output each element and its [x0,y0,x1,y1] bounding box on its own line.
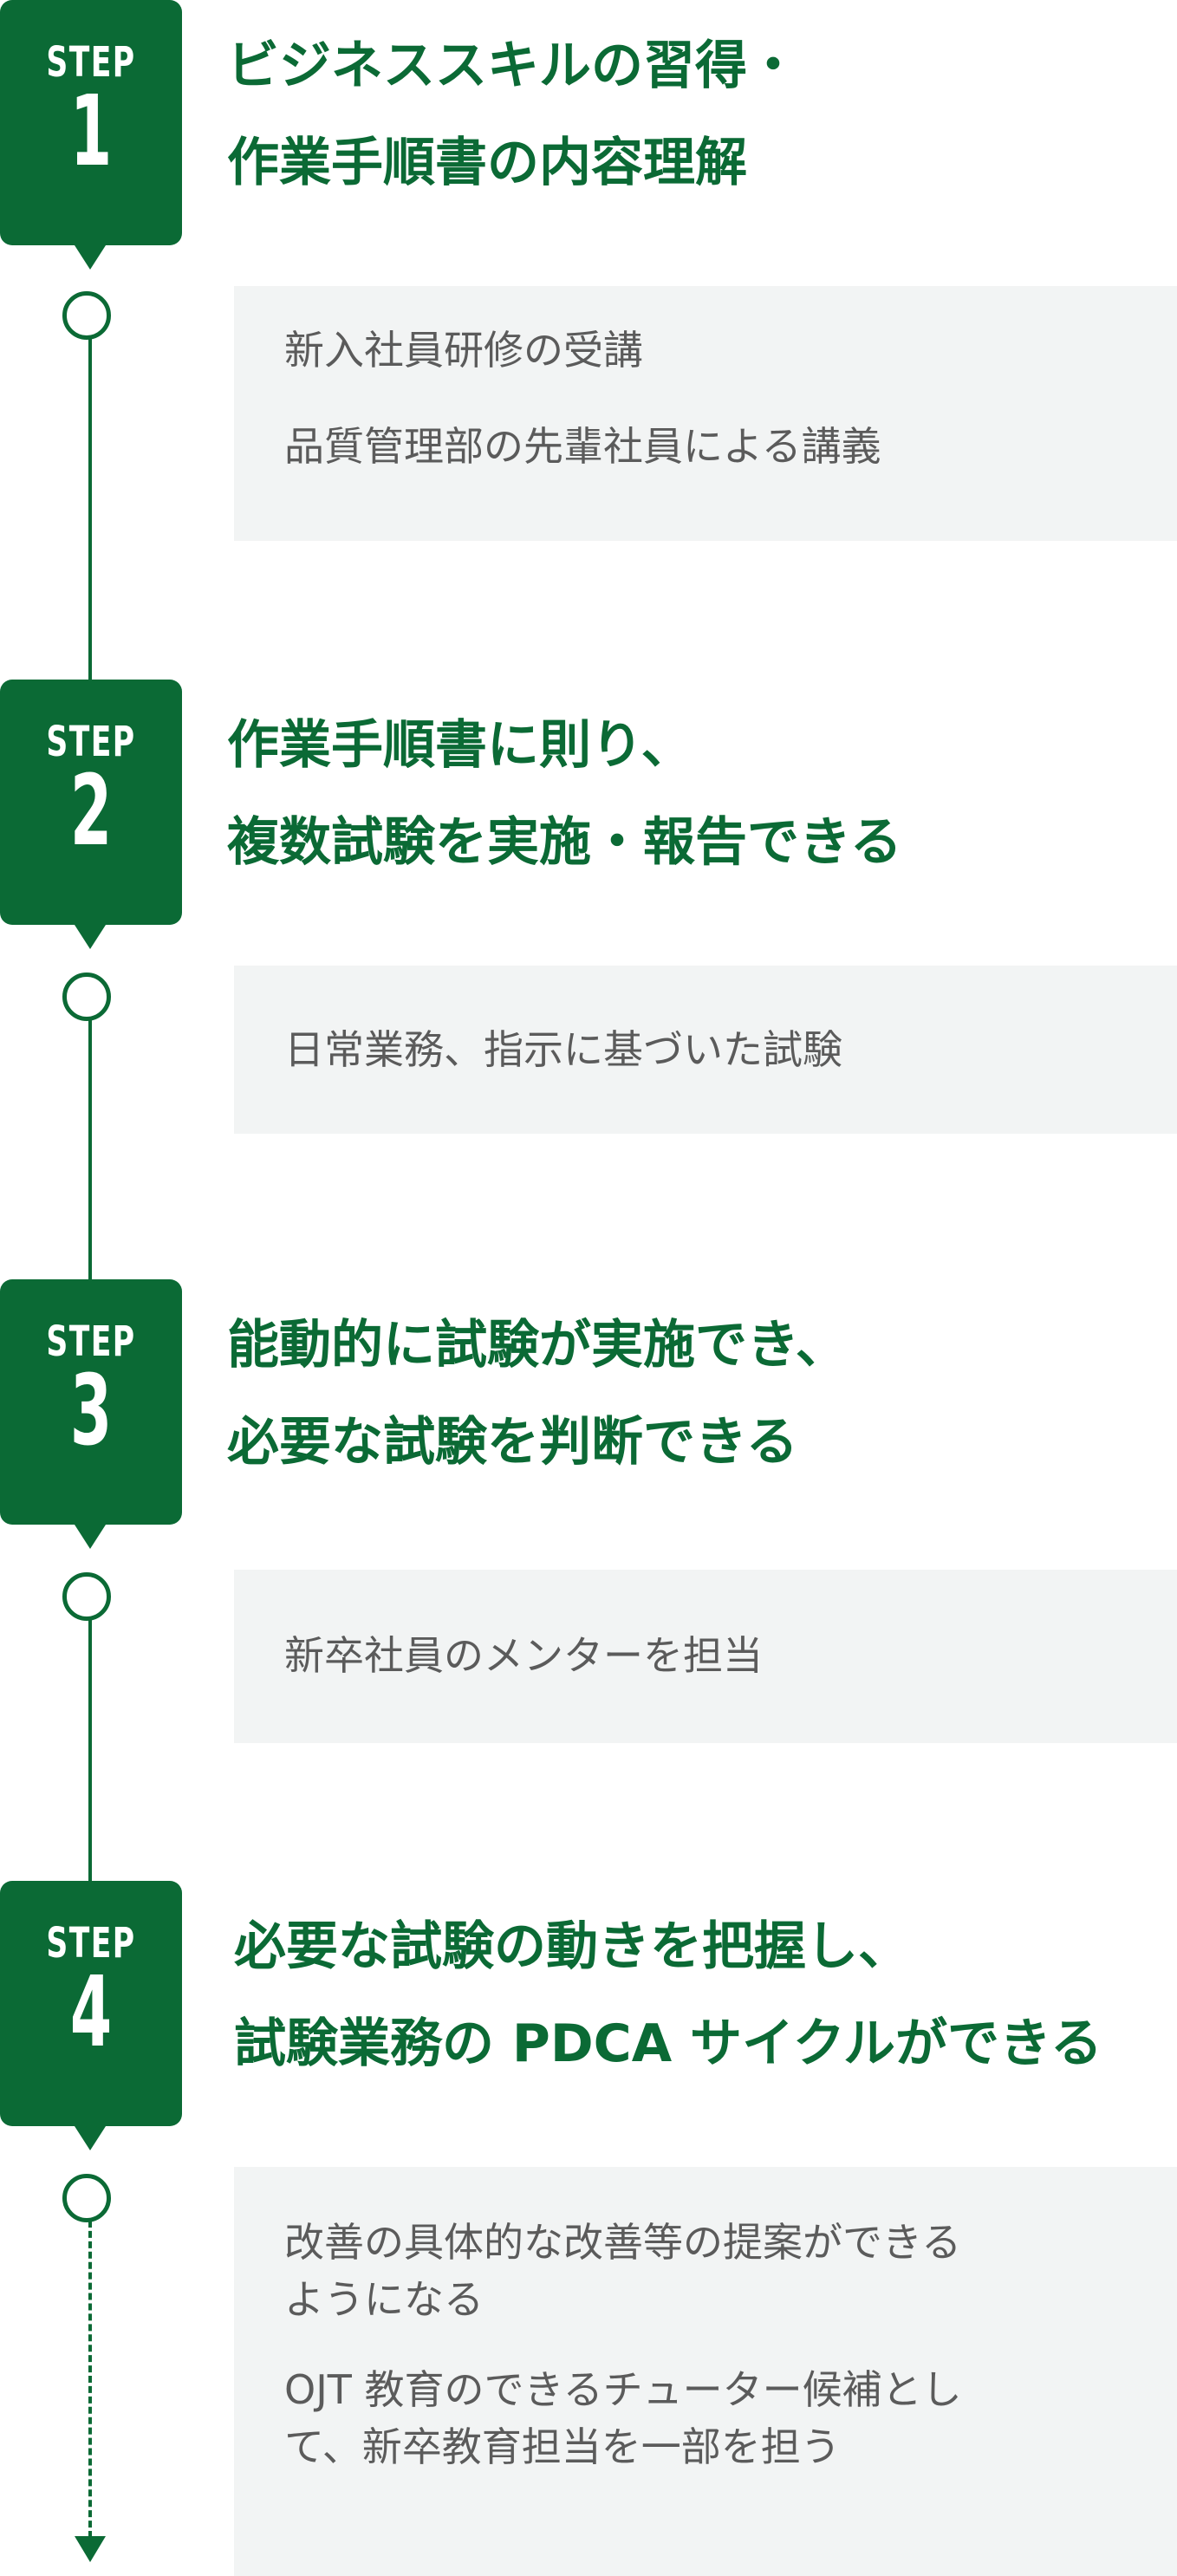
timeline-line-3 [88,1616,92,1884]
description-item: ようになる [284,2276,484,2323]
description-item: 新入社員研修の受講 [284,327,643,374]
step-description-box: 日常業務、指示に基づいた試験 [234,966,1177,1134]
description-item: 新卒社員のメンターを担当 [284,1632,763,1679]
step-title-line: ビジネススキルの習得・ [227,36,799,96]
step-badge: STEP 2 [0,680,182,949]
timeline-node [62,1572,111,1621]
step-title-line: 作業手順書に則り、 [227,715,693,776]
step-badge: STEP 3 [0,1279,182,1549]
timeline-line-2 [88,1014,92,1281]
step-badge: STEP 1 [0,0,182,270]
timeline-node [62,291,111,340]
step-title-line: 作業手順書の内容理解 [227,133,747,193]
timeline-line-1 [88,334,92,680]
step-label: STEP [46,38,136,87]
step-title: 作業手順書に則り、 複数試験を実施・報告できる [227,697,902,891]
timeline-node [62,973,111,1021]
step-number: 3 [69,1355,113,1467]
step-title-line: 試験業務の PDCA サイクルができる [234,2013,1102,2074]
step-label: STEP [46,718,136,766]
step-title-line: 複数試験を実施・報告できる [227,812,902,873]
step-badge: STEP 4 [0,1881,182,2150]
step-description-box: 新入社員研修の受講 品質管理部の先輩社員による講義 [234,286,1177,541]
step-number: 2 [69,755,113,868]
step-title: 必要な試験の動きを把握し、 試験業務の PDCA サイクルができる [234,1898,1102,2092]
step-number: 1 [69,75,113,188]
timeline-dashed-line [88,2221,92,2538]
step-title: 能動的に試験が実施でき、 必要な試験を判断できる [227,1297,848,1491]
step-label: STEP [46,1317,136,1366]
step-title-line: 必要な試験の動きを把握し、 [234,1916,910,1977]
description-item: て、新卒教育担当を一部を担う [284,2423,841,2470]
description-item: 改善の具体的な改善等の提案ができる [284,2219,962,2266]
description-item: OJT 教育のできるチューター候補とし [284,2366,962,2413]
step-description-box: 新卒社員のメンターを担当 [234,1570,1177,1743]
step-title: ビジネススキルの習得・ 作業手順書の内容理解 [227,17,799,211]
step-label: STEP [46,1919,136,1968]
description-item: 品質管理部の先輩社員による講義 [284,423,881,470]
arrow-down-icon [75,2536,106,2562]
step-number: 4 [69,1956,113,2069]
timeline-node [62,2174,111,2222]
step-description-box: 改善の具体的な改善等の提案ができる ようになる OJT 教育のできるチューター候… [234,2167,1177,2576]
description-item: 日常業務、指示に基づいた試験 [284,1026,842,1073]
step-title-line: 能動的に試験が実施でき、 [227,1315,848,1376]
step-title-line: 必要な試験を判断できる [227,1412,798,1473]
